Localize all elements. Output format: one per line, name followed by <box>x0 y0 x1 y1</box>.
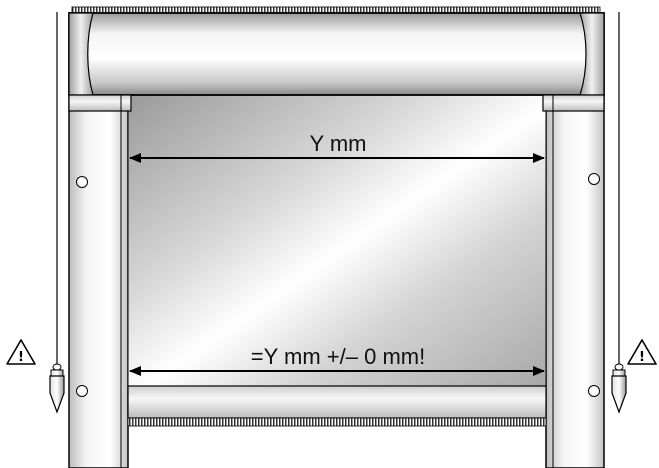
right-warning-icon: ! <box>627 339 657 365</box>
right-side-rail <box>545 94 605 468</box>
right-warning-mark: ! <box>639 350 645 365</box>
top-cassette <box>68 6 605 96</box>
right-plumb-bob <box>611 363 627 414</box>
bottom-dimension-label: =Y mm +/– 0 mm! <box>251 344 425 369</box>
right-corner-bracket <box>542 94 605 112</box>
right-lower-mount-hole <box>588 385 600 397</box>
bottom-bar <box>127 385 547 427</box>
right-upper-mount-hole <box>588 173 600 185</box>
bottom-bar-brush <box>127 417 547 427</box>
left-plumb-bob <box>49 363 65 414</box>
left-lower-mount-hole <box>76 385 88 397</box>
left-upper-mount-hole <box>76 176 88 188</box>
left-side-rail <box>68 94 129 468</box>
left-corner-bracket <box>68 94 132 112</box>
blind-fabric-panel <box>127 94 547 388</box>
top-dimension-label: Y mm <box>309 131 366 156</box>
left-warning-mark: ! <box>18 350 24 365</box>
left-warning-icon: ! <box>6 339 36 365</box>
